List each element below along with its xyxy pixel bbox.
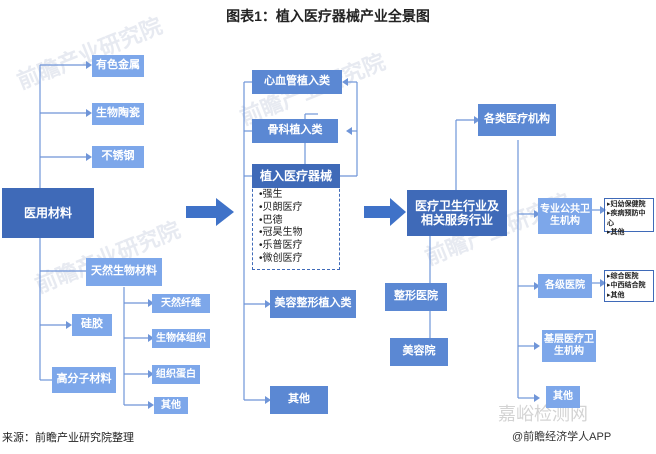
company-item: •冠昊生物 (259, 227, 303, 239)
bioceramic-node: 生物陶瓷 (92, 103, 144, 125)
detail-item: ▸中西结合院 (607, 282, 646, 290)
flow-arrow-icon (364, 198, 406, 226)
healthcare-industry-node: 医疗卫生行业及相关服务行业 (407, 190, 507, 236)
hospitals-node: 各级医院 (538, 274, 592, 298)
cosmetic-implant-node: 美容整形植入类 (270, 290, 356, 318)
hospitals-detail-box: ▸综合医院 ▸中西结合院 ▸其他 (604, 270, 654, 302)
medical-institutions-node: 各类医疗机构 (478, 104, 556, 136)
public-health-detail-box: ▸妇幼保健院 ▸疾病预防中心 ▸其他 (604, 198, 654, 236)
detail-item: ▸妇幼保健院 (607, 201, 646, 208)
stainless-steel-node: 不锈钢 (92, 146, 144, 168)
credit-note: @前瞻经济学人APP (512, 431, 612, 443)
nonferrous-metal-node: 有色金属 (92, 55, 144, 77)
plastic-surgery-hospital-node: 整形医院 (385, 283, 447, 311)
source-note: 来源：前瞻产业研究院整理 (2, 432, 134, 444)
orthopedic-implant-node: 骨科植入类 (252, 119, 338, 143)
company-item: •强生 (259, 189, 283, 200)
right-other-node: 其他 (546, 386, 580, 408)
company-item: •巴德 (259, 214, 283, 226)
chart-title: 图表1：植入医疗器械产业全景图 (226, 8, 430, 24)
detail-item: ▸其他 (607, 229, 625, 237)
natural-fiber-node: 天然纤维 (152, 294, 210, 313)
middle-other-node: 其他 (270, 386, 328, 414)
medical-materials-node: 医用材料 (2, 188, 94, 238)
company-item: •乐普医疗 (259, 240, 303, 252)
left-other-node: 其他 (154, 397, 188, 414)
silicone-node: 硅胶 (72, 314, 112, 336)
biological-tissue-node: 生物体组织 (152, 329, 210, 348)
company-item: •贝朗医疗 (259, 201, 303, 213)
primary-care-institution-node: 基层医疗卫生机构 (542, 330, 596, 362)
watermark-text: 嘉峪检测网 (498, 404, 588, 424)
natural-biomaterial-node: 天然生物材料 (86, 258, 162, 286)
detail-item: ▸疾病预防中心 (607, 210, 646, 227)
flow-arrow-icon (186, 198, 234, 226)
cardiovascular-implant-node: 心血管植入类 (252, 70, 342, 94)
public-health-institution-node: 专业公共卫生机构 (538, 198, 592, 234)
polymer-material-node: 高分子材料 (52, 367, 116, 393)
tissue-protein-node: 组织蛋白 (152, 365, 200, 384)
company-list: •强生 •贝朗医疗 •巴德 •冠昊生物 •乐普医疗 •微创医疗 (252, 184, 340, 270)
company-item: •微创医疗 (259, 252, 303, 264)
detail-item: ▸其他 (607, 291, 625, 299)
beauty-salon-node: 美容院 (390, 338, 448, 366)
detail-item: ▸综合医院 (607, 273, 639, 280)
